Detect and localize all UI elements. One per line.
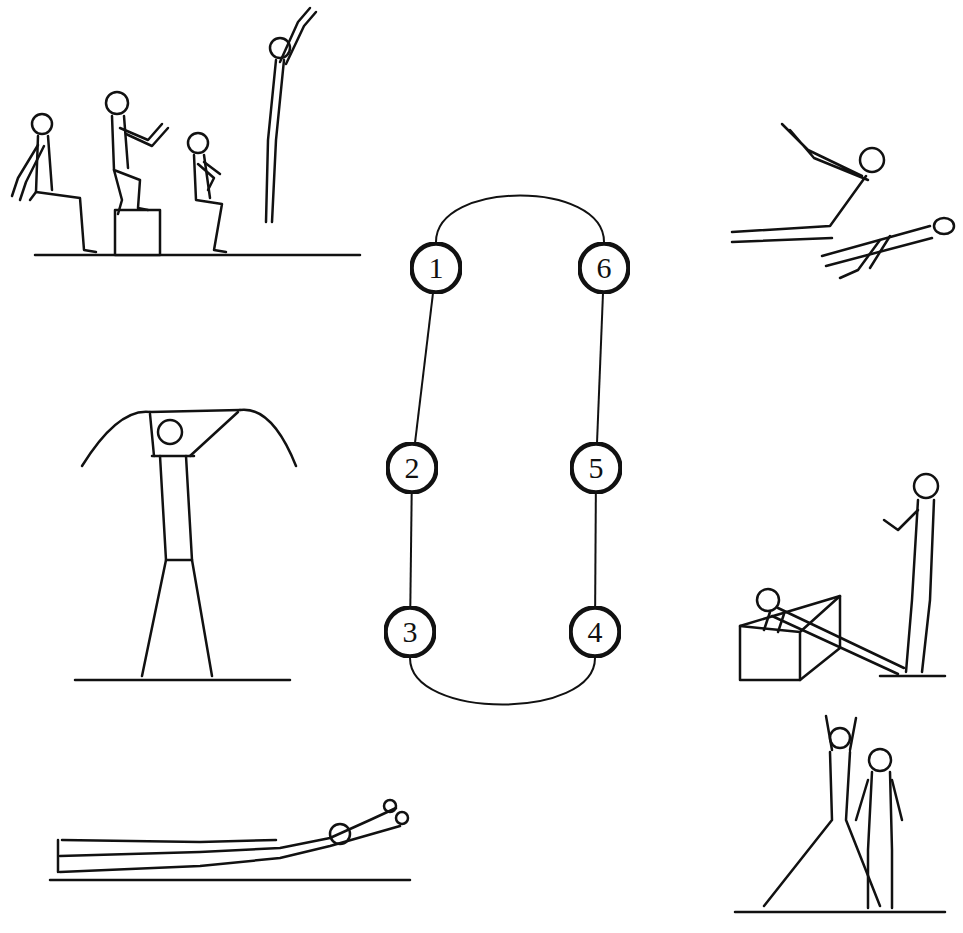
station-number: 6 bbox=[578, 242, 630, 294]
circuit-line bbox=[410, 494, 411, 606]
step-jump-figures bbox=[12, 8, 360, 255]
circuit-line bbox=[436, 196, 604, 243]
bench-pushup-figures bbox=[740, 474, 945, 680]
station-circle: 6 bbox=[578, 242, 630, 294]
station-circle: 2 bbox=[386, 442, 438, 494]
station-circle: 1 bbox=[410, 242, 462, 294]
station-number: 2 bbox=[386, 442, 438, 494]
circuit-line bbox=[594, 494, 597, 606]
station-number: 1 bbox=[410, 242, 462, 294]
band-stretch-figure bbox=[75, 410, 296, 680]
prone-lying-figure bbox=[50, 800, 410, 880]
circuit-line bbox=[415, 294, 433, 442]
circuit-line bbox=[597, 294, 603, 442]
station-number: 5 bbox=[570, 442, 622, 494]
station-circle: 4 bbox=[569, 606, 621, 658]
arms-up-figures bbox=[735, 716, 945, 912]
circuit-line bbox=[410, 658, 595, 705]
sit-up-figures bbox=[732, 124, 954, 278]
station-number: 4 bbox=[569, 606, 621, 658]
station-number: 3 bbox=[384, 606, 436, 658]
station-circle: 3 bbox=[384, 606, 436, 658]
station-circle: 5 bbox=[570, 442, 622, 494]
